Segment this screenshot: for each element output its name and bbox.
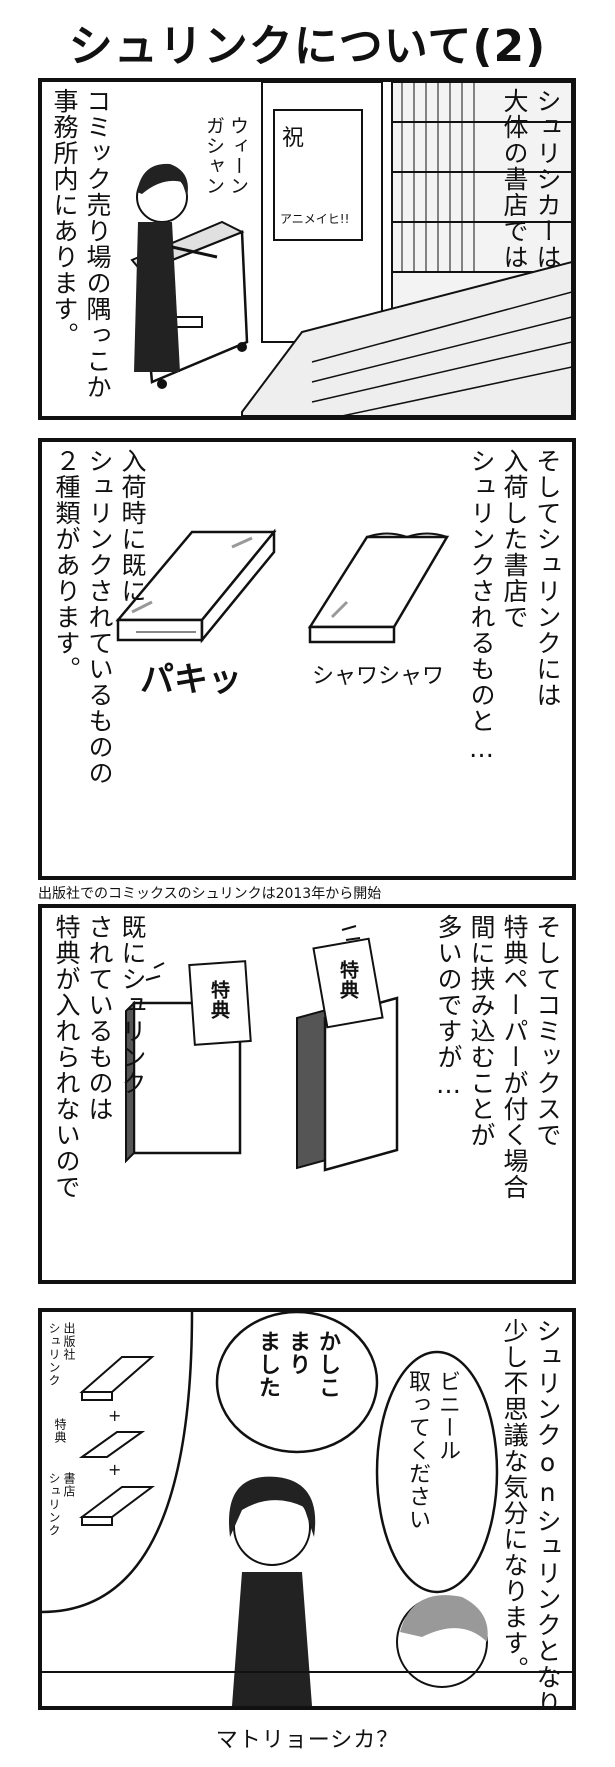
side-label-store-shrink: 書店 シュリンク <box>47 1472 76 1537</box>
panel-4-art <box>42 1312 572 1706</box>
panel-2-sfx-left: パキッ <box>140 660 242 700</box>
panel-2-caption-right: そしてシュリンクには 入荷した書店で シュリンクされるものと… <box>467 448 562 764</box>
panel-2: そしてシュリンクには 入荷した書店で シュリンクされるものと… 入荷時に既に シ… <box>38 438 576 880</box>
panel-1-art <box>130 82 572 416</box>
panel-2-caption-left: 入荷時に既に シュリンクされているものの ２種類があります。 <box>52 448 147 786</box>
panel-1-caption-left: コミック売り場の隅っこか 事務所内にあります。 <box>50 88 112 400</box>
page-title: シュリンクについて(2) <box>68 21 547 72</box>
panel-1-sfx: ウィーン ガシャン <box>203 116 249 196</box>
side-label-bonus: 特典 <box>53 1418 67 1444</box>
plus-sign-2: + <box>108 1460 122 1479</box>
panel-2-sfx-right: シャワシャワ <box>312 664 445 689</box>
panel-2-art <box>115 528 450 644</box>
bottom-caption: マトリョーシカ？ <box>215 1728 400 1753</box>
bubble-customer: ビニール 取ってください <box>405 1370 460 1531</box>
panel-4: シュリンクonシュリンクとなり 少し不思議な気分になります。 ビニール 取ってく… <box>38 1308 576 1710</box>
bubble-clerk: かしこ まり ました <box>255 1330 340 1399</box>
panel-3-paper-label-right: 特典 <box>337 960 359 1000</box>
panel-1: シュリシカーは 大体の書店では コミック売り場の隅っこか 事務所内にあります。 … <box>38 78 576 420</box>
side-label-publisher-shrink: 出版社 シュリンク <box>47 1322 76 1387</box>
plus-sign-1: + <box>108 1406 122 1425</box>
panel-3-art <box>125 925 399 1172</box>
panel-3-paper-label-left: 特典 <box>208 980 230 1020</box>
panel-4-caption-right: シュリンクonシュリンクとなり 少し不思議な気分になります。 <box>500 1318 562 1710</box>
panel-3: そしてコミックスで 特典ペーパーが付く場合 間に挟み込むことが 多いのですが… … <box>38 904 576 1284</box>
panel-3-caption-right: そしてコミックスで 特典ペーパーが付く場合 間に挟み込むことが 多いのですが… <box>434 914 562 1200</box>
poster-subtext: アニメイヒ!! <box>280 212 350 226</box>
panel-3-caption-left: 既にシュリンク されているものは 特典が入れられないので <box>52 914 147 1200</box>
footnote: 出版社でのコミックスのシュリンクは2013年から開始 <box>38 886 382 902</box>
poster-text: 祝 <box>282 126 305 151</box>
panel-1-caption-right: シュリシカーは 大体の書店では <box>500 88 562 270</box>
